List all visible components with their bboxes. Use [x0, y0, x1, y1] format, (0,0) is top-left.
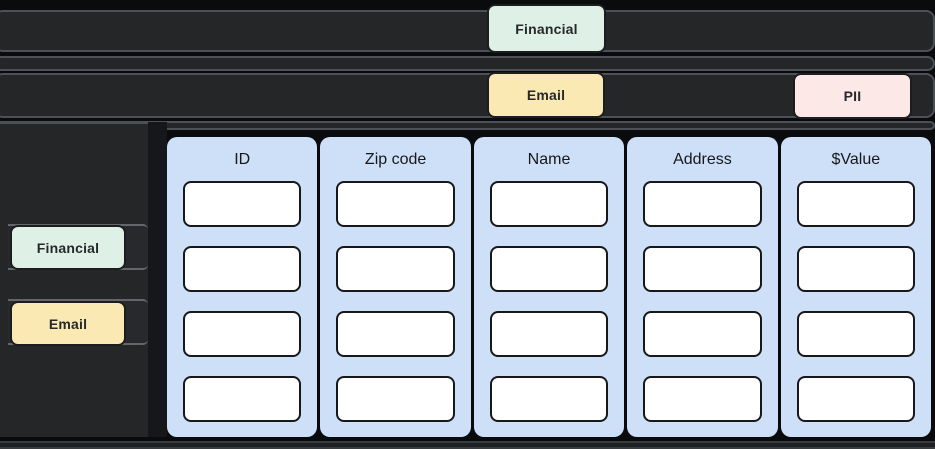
data-table: ID Zip code Name Address $Value	[167, 137, 932, 437]
table-cell	[489, 376, 609, 422]
table-cell	[643, 181, 762, 227]
column-header: ID	[234, 151, 251, 168]
side-panel	[0, 122, 150, 437]
data-row-bar-email-pii	[0, 73, 935, 118]
email-chip-top[interactable]: Email	[487, 72, 605, 118]
panel-table-separator	[148, 122, 167, 437]
table-cell	[336, 376, 455, 422]
table-cell	[183, 376, 302, 422]
table-cell	[183, 181, 302, 227]
table-cell	[489, 181, 609, 227]
column-header: Zip code	[364, 151, 427, 168]
table-column-name: Name	[473, 137, 625, 437]
data-row-bar-thin	[0, 56, 935, 71]
financial-chip-sidebar[interactable]: Financial	[10, 225, 126, 270]
table-cell	[489, 311, 609, 357]
table-column-zip-code: Zip code	[320, 137, 471, 437]
data-row-bar-partial	[0, 121, 935, 130]
table-column-id: ID	[167, 137, 318, 437]
column-header: $Value	[831, 151, 881, 168]
table-cell	[643, 376, 762, 422]
data-row-bar-financial	[0, 10, 935, 52]
column-header: Name	[527, 151, 571, 168]
table-column--value: $Value	[780, 137, 932, 437]
table-cell	[489, 246, 609, 292]
table-cell	[796, 376, 916, 422]
table-cell	[643, 246, 762, 292]
table-cell	[796, 311, 916, 357]
table-cell	[183, 311, 302, 357]
table-cell	[643, 311, 762, 357]
table-cell	[796, 246, 916, 292]
table-cell	[336, 311, 455, 357]
table-cell	[336, 181, 455, 227]
table-cell	[336, 246, 455, 292]
data-row-bar-bottom-edge	[0, 441, 935, 449]
email-chip-sidebar[interactable]: Email	[10, 301, 126, 346]
financial-chip-top[interactable]: Financial	[487, 4, 606, 53]
table-cell	[183, 246, 302, 292]
column-header: Address	[673, 151, 732, 168]
pii-chip-top[interactable]: PII	[793, 73, 912, 119]
table-column-address: Address	[627, 137, 778, 437]
table-cell	[796, 181, 916, 227]
